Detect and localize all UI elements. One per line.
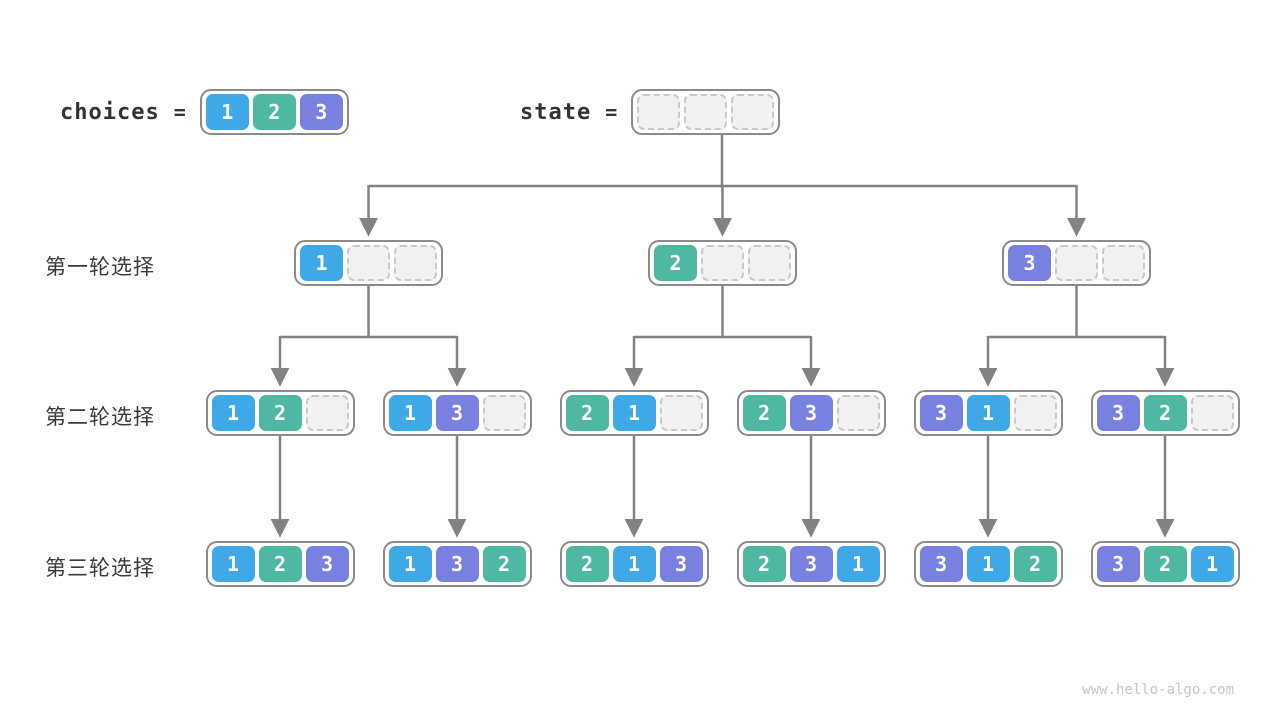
array-cell: 3 — [919, 546, 963, 582]
array-cell: 1 — [1190, 546, 1234, 582]
array-cell: 1 — [966, 546, 1010, 582]
empty-cell — [731, 94, 775, 130]
row-label-round-3: 第三轮选择 — [45, 556, 155, 580]
state-array-box — [631, 89, 781, 135]
state-label: state — [520, 99, 592, 125]
empty-cell — [1013, 395, 1057, 431]
row-label-round-1: 第一轮选择 — [45, 255, 155, 279]
tree-node-r1-1: 1 — [294, 240, 443, 286]
array-cell: 2 — [742, 395, 786, 431]
empty-cell — [394, 245, 437, 281]
array-cell: 1 — [388, 395, 432, 431]
array-cell: 1 — [612, 395, 656, 431]
array-node: 3 — [1002, 240, 1151, 286]
array-cell: 1 — [205, 94, 249, 130]
array-cell: 3 — [919, 395, 963, 431]
array-cell: 2 — [742, 546, 786, 582]
empty-cell — [684, 94, 728, 130]
empty-cell — [701, 245, 744, 281]
array-cell: 3 — [1008, 245, 1051, 281]
state-header: state = — [520, 89, 781, 135]
array-cell: 3 — [299, 94, 343, 130]
empty-cell — [836, 395, 880, 431]
empty-cell — [482, 395, 526, 431]
empty-cell — [305, 395, 349, 431]
array-node: 1 — [294, 240, 443, 286]
array-cell: 1 — [966, 395, 1010, 431]
array-cell: 3 — [1096, 546, 1140, 582]
empty-cell — [1190, 395, 1234, 431]
array-node: 2 — [648, 240, 797, 286]
equals-sign: = — [173, 100, 186, 124]
array-cell: 1 — [211, 395, 255, 431]
array-cell: 3 — [1096, 395, 1140, 431]
tree-node-r1-2: 2 — [648, 240, 797, 286]
array-cell: 1 — [388, 546, 432, 582]
array-cell: 2 — [252, 94, 296, 130]
equals-sign: = — [605, 100, 618, 124]
array-cell: 2 — [258, 395, 302, 431]
array-cell: 1 — [211, 546, 255, 582]
array-cell: 2 — [1143, 395, 1187, 431]
array-cell: 3 — [435, 546, 479, 582]
state-array — [631, 89, 781, 135]
array-cell: 3 — [789, 546, 833, 582]
watermark: www.hello-algo.com — [1082, 682, 1234, 698]
array-cell: 3 — [435, 395, 479, 431]
array-cell: 1 — [612, 546, 656, 582]
array-cell: 2 — [1013, 546, 1057, 582]
array-cell: 3 — [659, 546, 703, 582]
array-cell: 2 — [565, 546, 609, 582]
array-cell: 3 — [305, 546, 349, 582]
row-label-round-2: 第二轮选择 — [45, 405, 155, 429]
array-cell: 1 — [300, 245, 343, 281]
tree-node-r1-3: 3 — [1002, 240, 1151, 286]
array-cell: 2 — [1143, 546, 1187, 582]
array-cell: 2 — [482, 546, 526, 582]
empty-cell — [1102, 245, 1145, 281]
empty-cell — [659, 395, 703, 431]
empty-cell — [637, 94, 681, 130]
empty-cell — [347, 245, 390, 281]
choices-label: choices — [60, 99, 160, 125]
array-cell: 3 — [789, 395, 833, 431]
empty-cell — [1055, 245, 1098, 281]
array-cell: 1 — [836, 546, 880, 582]
array-cell: 2 — [258, 546, 302, 582]
empty-cell — [748, 245, 791, 281]
array-cell: 2 — [654, 245, 697, 281]
array-cell: 2 — [565, 395, 609, 431]
